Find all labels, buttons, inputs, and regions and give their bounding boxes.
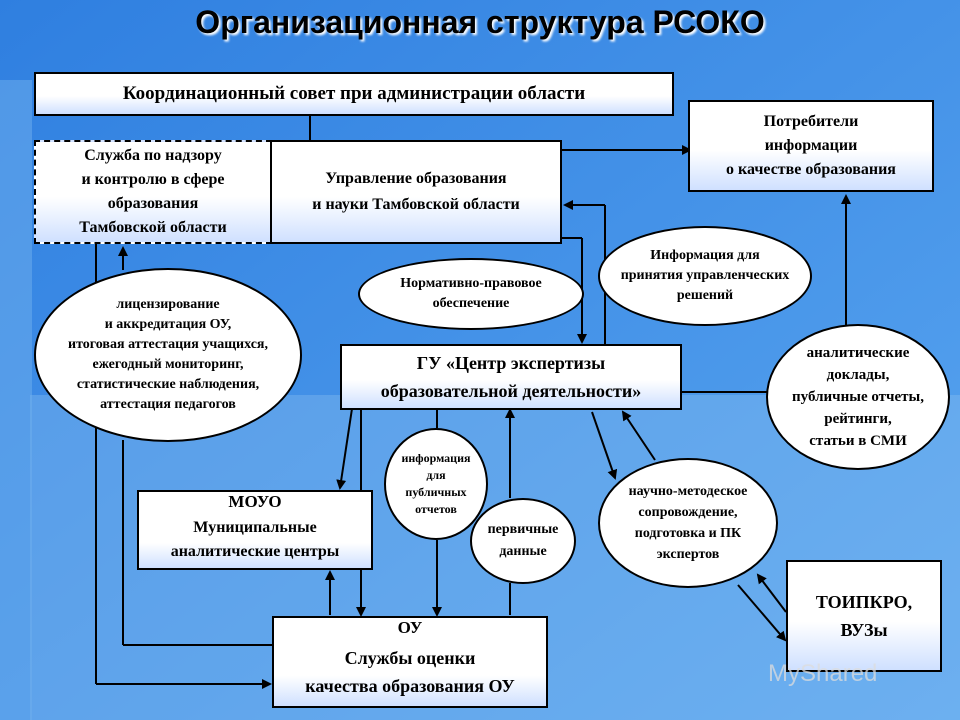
- toipkro-label: ТОИПКРО, ВУЗы: [815, 592, 913, 640]
- municipal-centers-box: Муниципальные аналитические центры: [137, 512, 373, 570]
- toipkro-box: ТОИПКРО, ВУЗы: [786, 560, 942, 672]
- normative-label: Нормативно-правовое обеспечение: [400, 276, 542, 311]
- education-management-label: Управление образования и науки Тамбовско…: [312, 170, 520, 213]
- supervision-service-box: Служба по надзору и контролю в сфере обр…: [34, 140, 272, 244]
- methodical-support-ellipse: научно-методеское сопровождение, подгото…: [598, 458, 778, 588]
- decision-info-ellipse: Информация для принятия управленческих р…: [598, 226, 812, 326]
- supervision-service-label: Служба по надзору и контролю в сфере обр…: [79, 147, 227, 236]
- education-management-box: Управление образования и науки Тамбовско…: [270, 140, 562, 244]
- expertise-center-label: ГУ «Центр экспертизы образовательной дея…: [380, 353, 642, 401]
- licensing-label: лицензирование и аккредитация ОУ, итогов…: [68, 297, 268, 412]
- public-info-ellipse: информация для публичных отчетов: [384, 428, 488, 540]
- primary-data-ellipse: первичные данные: [470, 498, 576, 584]
- ou-header-box: ОУ: [272, 616, 548, 640]
- methodical-support-label: научно-методеское сопровождение, подгото…: [628, 484, 748, 562]
- coordination-council-label: Координационный совет при администрации …: [122, 83, 586, 104]
- municipal-centers-label: Муниципальные аналитические центры: [170, 519, 340, 560]
- expertise-center-box: ГУ «Центр экспертизы образовательной дея…: [340, 344, 682, 410]
- normative-ellipse: Нормативно-правовое обеспечение: [358, 258, 584, 330]
- information-consumers-box: Потребители информации о качестве образо…: [688, 100, 934, 192]
- coordination-council-box: Координационный совет при администрации …: [34, 72, 674, 116]
- analytics-ellipse: аналитические доклады, публичные отчеты,…: [766, 324, 950, 470]
- moyo-header-box: МОУО: [137, 490, 373, 514]
- analytics-label: аналитические доклады, публичные отчеты,…: [792, 345, 924, 449]
- decision-info-label: Информация для принятия управленческих р…: [620, 248, 790, 303]
- ou-header-label: ОУ: [397, 618, 423, 637]
- licensing-ellipse: лицензирование и аккредитация ОУ, итогов…: [34, 268, 302, 442]
- moyo-header-label: МОУО: [228, 492, 282, 511]
- page-title: Организационная структура РСОКО: [195, 4, 765, 40]
- ou-quality-services-label: Службы оценки качества образования ОУ: [305, 648, 515, 696]
- information-consumers-label: Потребители информации о качестве образо…: [726, 113, 896, 178]
- watermark-logo: MyShared: [768, 660, 878, 687]
- primary-data-label: первичные данные: [487, 522, 559, 559]
- public-info-label: информация для публичных отчетов: [401, 451, 471, 516]
- ou-quality-services-box: Службы оценки качества образования ОУ: [272, 638, 548, 708]
